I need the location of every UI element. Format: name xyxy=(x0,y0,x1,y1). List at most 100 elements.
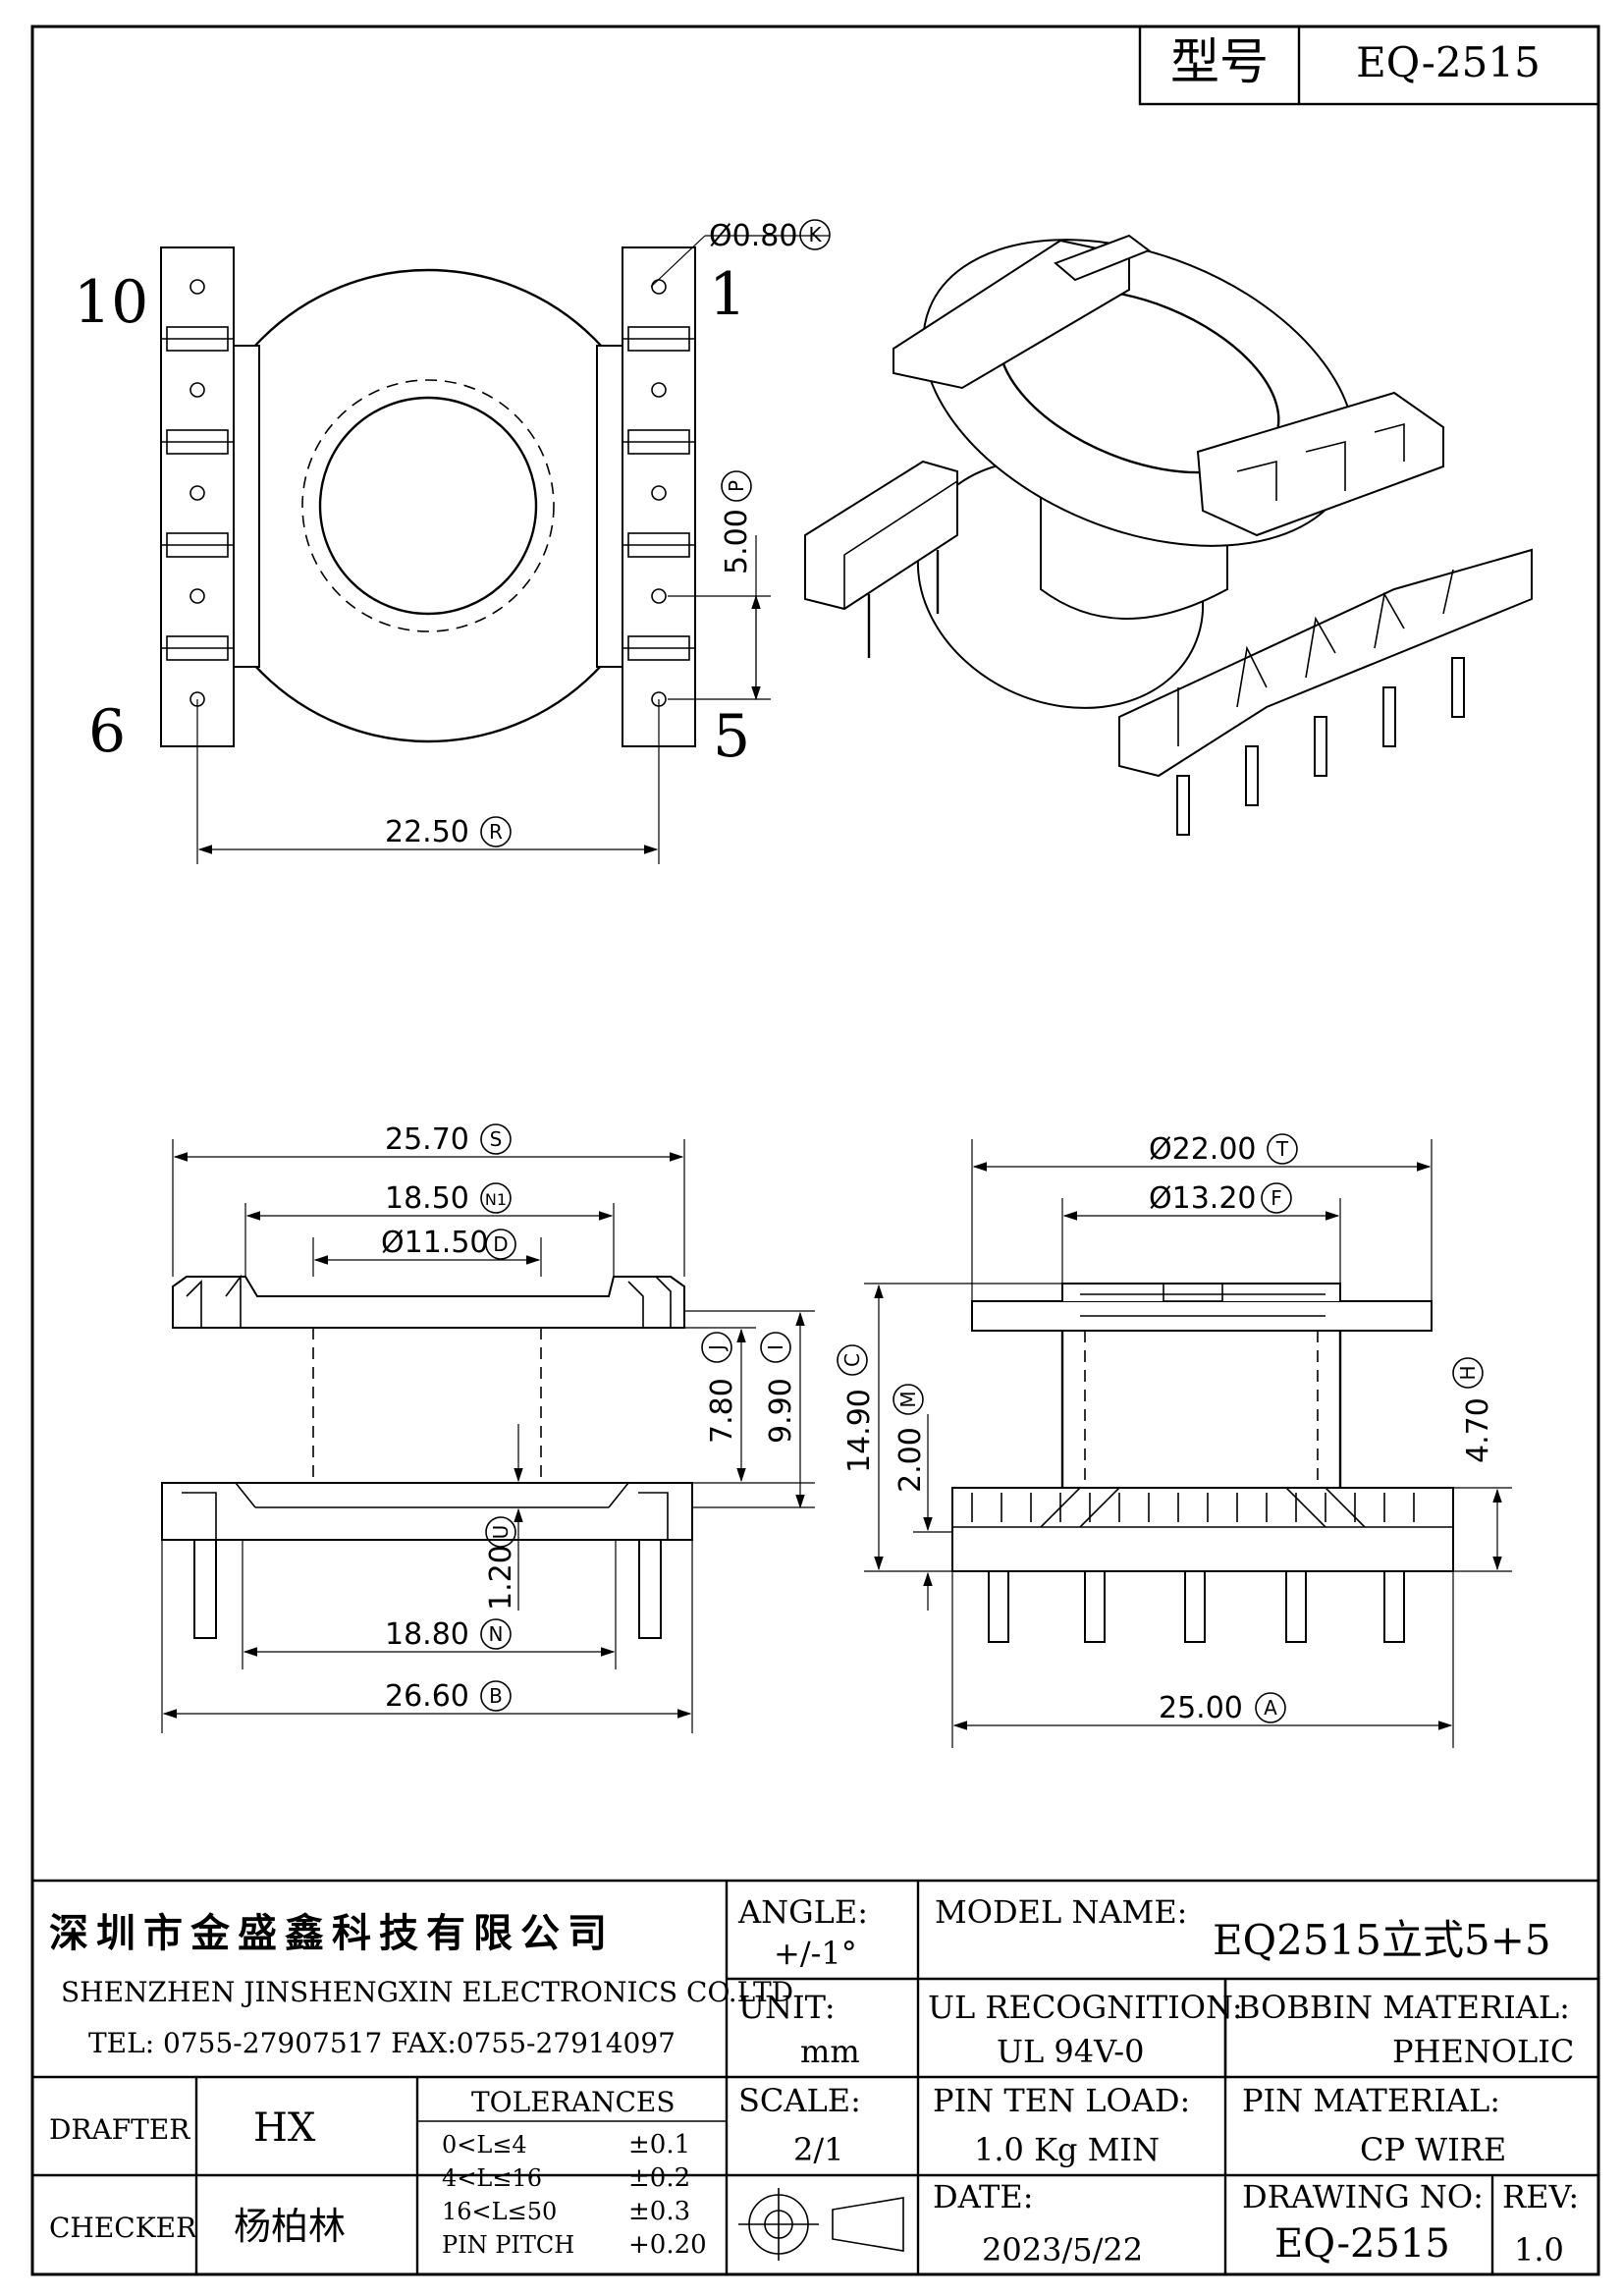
pin xyxy=(988,1570,1009,1643)
drawing-no-value: EQ-2515 xyxy=(1274,2221,1450,2267)
total-height-value: 14.90 xyxy=(842,1389,877,1473)
pin-label-6: 6 xyxy=(88,697,126,766)
total-height-tag: C xyxy=(840,1353,864,1367)
flange-diameter-value: Ø22.00 xyxy=(1149,1132,1257,1167)
pin xyxy=(1451,657,1465,718)
pin-label-1: 1 xyxy=(709,260,746,329)
core-diameter-tag: D xyxy=(493,1232,508,1256)
base-height-tag: M xyxy=(896,1391,920,1407)
angle-value: +/-1° xyxy=(774,1935,857,1972)
pin-load-label: PIN TEN LOAD: xyxy=(933,2082,1190,2119)
pin xyxy=(1383,1570,1405,1643)
drawing-no-label: DRAWING NO: xyxy=(1242,2178,1484,2215)
top-width-tag: S xyxy=(490,1127,503,1151)
title-block: 深圳市金盛鑫科技有限公司 SHENZHEN JINSHENGXIN ELECTR… xyxy=(32,1879,1598,2274)
pin-height-tag: H xyxy=(1456,1365,1480,1380)
pin xyxy=(1245,745,1259,806)
ul-label: UL RECOGNITION: xyxy=(928,1989,1243,2026)
row-spacing-value: 22.50 xyxy=(385,815,469,849)
scale-value: 2/1 xyxy=(793,2131,844,2168)
model-name-value: EQ2515立式5+5 xyxy=(1213,1916,1551,1964)
top-view: 10 1 6 5 Ø0.80 K 5.00 P 22.50 R xyxy=(74,219,831,864)
row-spacing-tag: R xyxy=(489,820,503,844)
company-contact: TEL: 0755-27907517 FAX:0755-27914097 xyxy=(88,2027,676,2059)
tolerance-value: +0.20 xyxy=(628,2230,707,2260)
base-window-tag: N xyxy=(489,1622,504,1646)
pin-label-5: 5 xyxy=(713,702,750,771)
unit-value: mm xyxy=(800,2033,860,2070)
projection-symbol xyxy=(738,2188,904,2261)
date-label: DATE: xyxy=(933,2178,1034,2215)
side-view: Ø22.00 T Ø13.20 F 14.90 C 2.00 M 4.70 H xyxy=(837,1132,1512,1748)
tolerance-range: 0<L≤4 xyxy=(442,2131,527,2159)
front-view: 25.70 S 18.50 N1 Ø11.50 D 7.80 J 9.90 I xyxy=(161,1122,815,1733)
tolerance-value: ±0.3 xyxy=(628,2197,690,2226)
pin xyxy=(1382,686,1396,747)
pin-pitch-tag: P xyxy=(725,480,748,492)
pin-hole xyxy=(189,485,205,501)
tolerance-range: PIN PITCH xyxy=(442,2231,574,2259)
pin-diameter-tag: K xyxy=(808,223,822,246)
bobbin-material-label: BOBBIN MATERIAL: xyxy=(1237,1989,1570,2026)
pin xyxy=(1176,775,1190,836)
tolerance-value: ±0.2 xyxy=(628,2163,690,2193)
tolerance-range: 4<L≤16 xyxy=(442,2164,542,2192)
core-circle xyxy=(318,396,538,616)
ul-value: UL 94V-0 xyxy=(997,2033,1144,2070)
base-width-tag: B xyxy=(489,1684,503,1708)
pin-diameter-value: Ø0.80 xyxy=(709,219,797,253)
base-thickness-tag: U xyxy=(489,1525,513,1540)
angle-label: ANGLE: xyxy=(737,1893,868,1931)
base-window-value: 18.80 xyxy=(385,1617,469,1652)
tolerances-label: TOLERANCES xyxy=(471,2086,676,2118)
pin-height-value: 4.70 xyxy=(1461,1397,1495,1463)
top-width-value: 25.70 xyxy=(385,1122,469,1157)
model-name-label: MODEL NAME: xyxy=(935,1893,1187,1931)
base-thickness-value: 1.20 xyxy=(484,1545,518,1611)
pin-hole xyxy=(651,382,667,398)
window-width-tag: N1 xyxy=(485,1190,507,1209)
scale-label: SCALE: xyxy=(738,2082,861,2119)
base-width-value: 26.60 xyxy=(385,1679,469,1714)
company-name-en: SHENZHEN JINSHENGXIN ELECTRONICS CO.LTD xyxy=(61,1976,793,2008)
pin-hole xyxy=(189,382,205,398)
pin-hole xyxy=(189,588,205,604)
model-header-box: 型号 EQ-2515 xyxy=(1138,25,1600,106)
window-width-value: 18.50 xyxy=(385,1181,469,1216)
tolerance-range: 16<L≤50 xyxy=(442,2198,557,2225)
date-value: 2023/5/22 xyxy=(982,2231,1143,2269)
unit-label: UNIT: xyxy=(738,1989,836,2026)
isometric-view xyxy=(804,234,1533,836)
drafter-label: DRAFTER xyxy=(49,2113,190,2146)
base-height-value: 2.00 xyxy=(893,1427,928,1493)
flange-diameter-tag: T xyxy=(1275,1137,1289,1161)
company-name-cn: 深圳市金盛鑫科技有限公司 xyxy=(49,1910,615,1956)
winding-height-value: 7.80 xyxy=(705,1378,739,1444)
pin-hole xyxy=(189,279,205,295)
right-pin-rail xyxy=(622,246,696,747)
flange-outline xyxy=(190,268,666,743)
rev-value: 1.0 xyxy=(1514,2231,1564,2269)
pin-material-label: PIN MATERIAL: xyxy=(1242,2082,1500,2119)
left-pin-rail xyxy=(160,246,235,747)
bore-diameter-value: Ø13.20 xyxy=(1149,1181,1257,1216)
pin-hole xyxy=(651,485,667,501)
winding-height-tag: J xyxy=(705,1344,729,1352)
bore-diameter-tag: F xyxy=(1271,1186,1282,1210)
pin-load-value: 1.0 Kg MIN xyxy=(974,2131,1160,2168)
tolerance-value: ±0.1 xyxy=(628,2130,690,2159)
rev-label: REV: xyxy=(1502,2178,1579,2215)
pin xyxy=(1184,1570,1206,1643)
pin xyxy=(1285,1570,1307,1643)
base-length-value: 25.00 xyxy=(1159,1691,1243,1725)
drawing-frame xyxy=(30,25,1600,2276)
pin xyxy=(1084,1570,1106,1643)
inner-height-value: 9.90 xyxy=(764,1378,798,1444)
pin-pitch-value: 5.00 xyxy=(720,509,754,574)
bobbin-material-value: PHENOLIC xyxy=(1392,2033,1574,2070)
model-header-label: 型号 xyxy=(1170,33,1269,90)
checker-value: 杨柏林 xyxy=(234,2205,346,2248)
pin xyxy=(1314,716,1327,777)
core-diameter-value: Ø11.50 xyxy=(381,1226,489,1260)
